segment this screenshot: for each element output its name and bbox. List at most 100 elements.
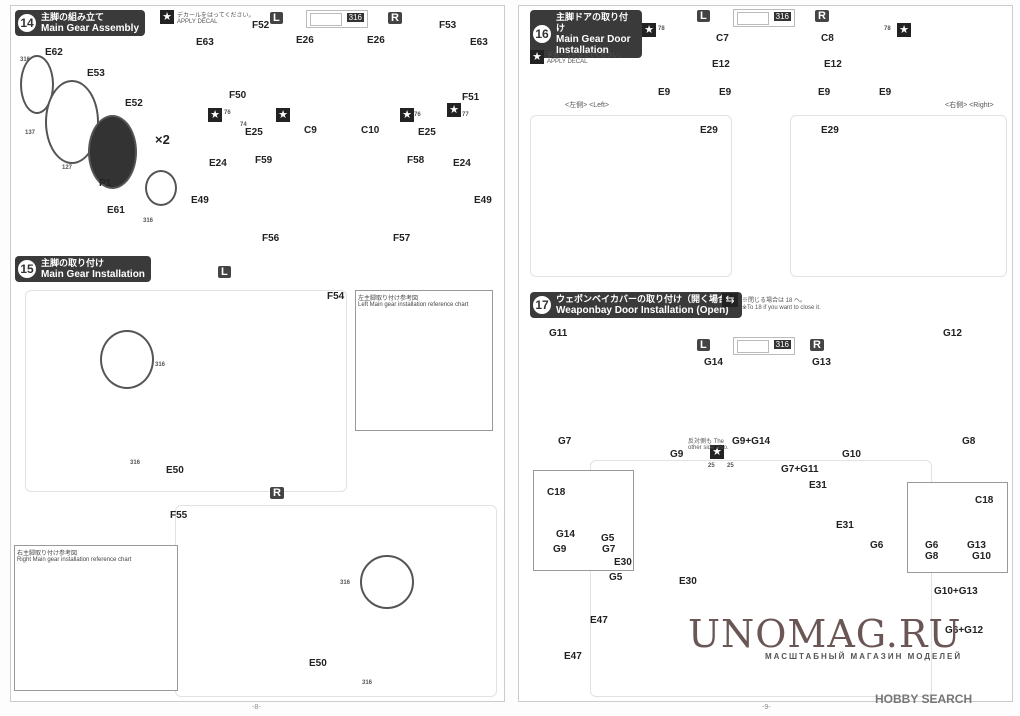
star-decal-icon: ★	[208, 108, 222, 122]
part-label: C9	[304, 125, 317, 136]
part-label: E63	[470, 37, 488, 48]
step-title-en: Main Gear Door Installation	[556, 34, 631, 56]
part-label: E63	[196, 37, 214, 48]
part-label: G7	[558, 436, 572, 447]
part-label: G9	[670, 449, 684, 460]
decal-note: デカールをはってください。APPLY DECAL	[547, 53, 625, 65]
part-label: E9	[719, 87, 732, 98]
part-label: G8	[925, 551, 939, 562]
part-label: E26	[367, 35, 385, 46]
part-label: E25	[418, 127, 436, 138]
part-label: G9	[553, 544, 567, 555]
part-label: G6	[870, 540, 884, 551]
reference-number: 25	[708, 463, 715, 469]
side-label-right: <右側> <Right>	[945, 102, 994, 109]
part-label: F52	[252, 20, 270, 31]
part-label: E25	[245, 127, 263, 138]
fuselage-drawing-right	[175, 505, 497, 697]
reference-number: 78	[884, 26, 891, 32]
arrow-swap-icon: ⇆	[722, 293, 738, 307]
star-decal-icon: ★	[400, 108, 414, 122]
part-label: E29	[700, 125, 718, 136]
left-badge: L	[270, 12, 283, 24]
right-badge: R	[815, 10, 829, 22]
part-label: E47	[590, 615, 608, 626]
hobby-search-logo: HOBBY SEARCH	[875, 692, 973, 706]
part-label: F55	[170, 510, 188, 521]
part-label: F57	[393, 233, 411, 244]
right-badge: R	[388, 12, 402, 24]
part-label: E52	[125, 98, 143, 109]
step-title-jp: ウェポンベイカバーの取り付け（開く場合）	[556, 294, 737, 304]
reference-number: 76	[224, 110, 231, 116]
part-label: E30	[614, 557, 632, 568]
part-label: E26	[296, 35, 314, 46]
watermark-subtitle: МАСШТАБНЫЙ МАГАЗИН МОДЕЛЕЙ	[765, 652, 963, 661]
reference-number: 78	[658, 26, 665, 32]
part-label: G8	[962, 436, 976, 447]
part-label: C10	[361, 125, 380, 136]
part-label: C18	[547, 487, 566, 498]
color-callout: 316	[733, 337, 795, 355]
part-label: E53	[87, 68, 105, 79]
tire-part	[88, 115, 137, 189]
part-label: F54	[327, 291, 345, 302]
part-label: G6+G12	[945, 625, 984, 636]
star-decal-icon: ★	[897, 23, 911, 37]
part-label: G7+G11	[781, 464, 819, 475]
left-badge: L	[697, 10, 710, 22]
part-label: G13	[812, 357, 831, 368]
reference-number: 316	[130, 460, 141, 466]
part-label: F53	[439, 20, 457, 31]
part-label: G14	[556, 529, 575, 540]
part-label: E49	[191, 195, 209, 206]
c18-detail-right	[907, 482, 1008, 573]
part-label: E12	[712, 59, 730, 70]
reference-number: 137	[25, 130, 36, 136]
star-decal-icon: ★	[276, 108, 290, 122]
page-number: -8-	[252, 704, 261, 711]
left-badge: L	[697, 339, 710, 351]
star-decal-icon: ★	[447, 103, 461, 117]
step-title-en: Main Gear Assembly	[41, 23, 140, 34]
part-label: F58	[407, 155, 425, 166]
step-title-jp: 主脚の組み立て	[41, 12, 105, 22]
color-callout: 316	[306, 10, 368, 28]
reference-number: 76	[414, 112, 421, 118]
part-label: E9	[879, 87, 892, 98]
weaponbay-drawing	[590, 460, 932, 697]
side-label-left: <左側> <Left>	[565, 102, 609, 109]
part-label: E31	[836, 520, 854, 531]
left-badge: L	[218, 266, 231, 278]
star-decal-icon: ★	[642, 23, 656, 37]
c18-detail-left	[533, 470, 634, 571]
reference-number: 316	[155, 362, 166, 368]
decal-note: デカールをはってください。APPLY DECAL	[177, 13, 255, 25]
part-label: F56	[262, 233, 280, 244]
star-decal-icon: ★	[530, 50, 544, 64]
part-label: E50	[309, 658, 327, 669]
part-label: F51	[462, 92, 480, 103]
part-label: E12	[824, 59, 842, 70]
part-label: C18	[975, 495, 994, 506]
step-title-en: Main Gear Installation	[41, 269, 145, 280]
wheel-part	[145, 170, 177, 206]
page-number: -9-	[762, 704, 771, 711]
part-label: E61	[107, 205, 125, 216]
gear-door-drawing-right	[790, 115, 1007, 277]
part-label: E29	[821, 125, 839, 136]
quantity-multiplier: ×2	[155, 132, 170, 147]
part-label: C8	[821, 33, 834, 44]
part-label: E9	[658, 87, 671, 98]
part-label: E30	[679, 576, 697, 587]
part-label: P1	[99, 178, 112, 189]
step-title-jp: 主脚の取り付け	[41, 258, 105, 268]
fuselage-drawing-left	[25, 290, 347, 492]
step-number: 17	[533, 296, 551, 314]
part-label: E47	[564, 651, 582, 662]
part-label: C7	[716, 33, 729, 44]
